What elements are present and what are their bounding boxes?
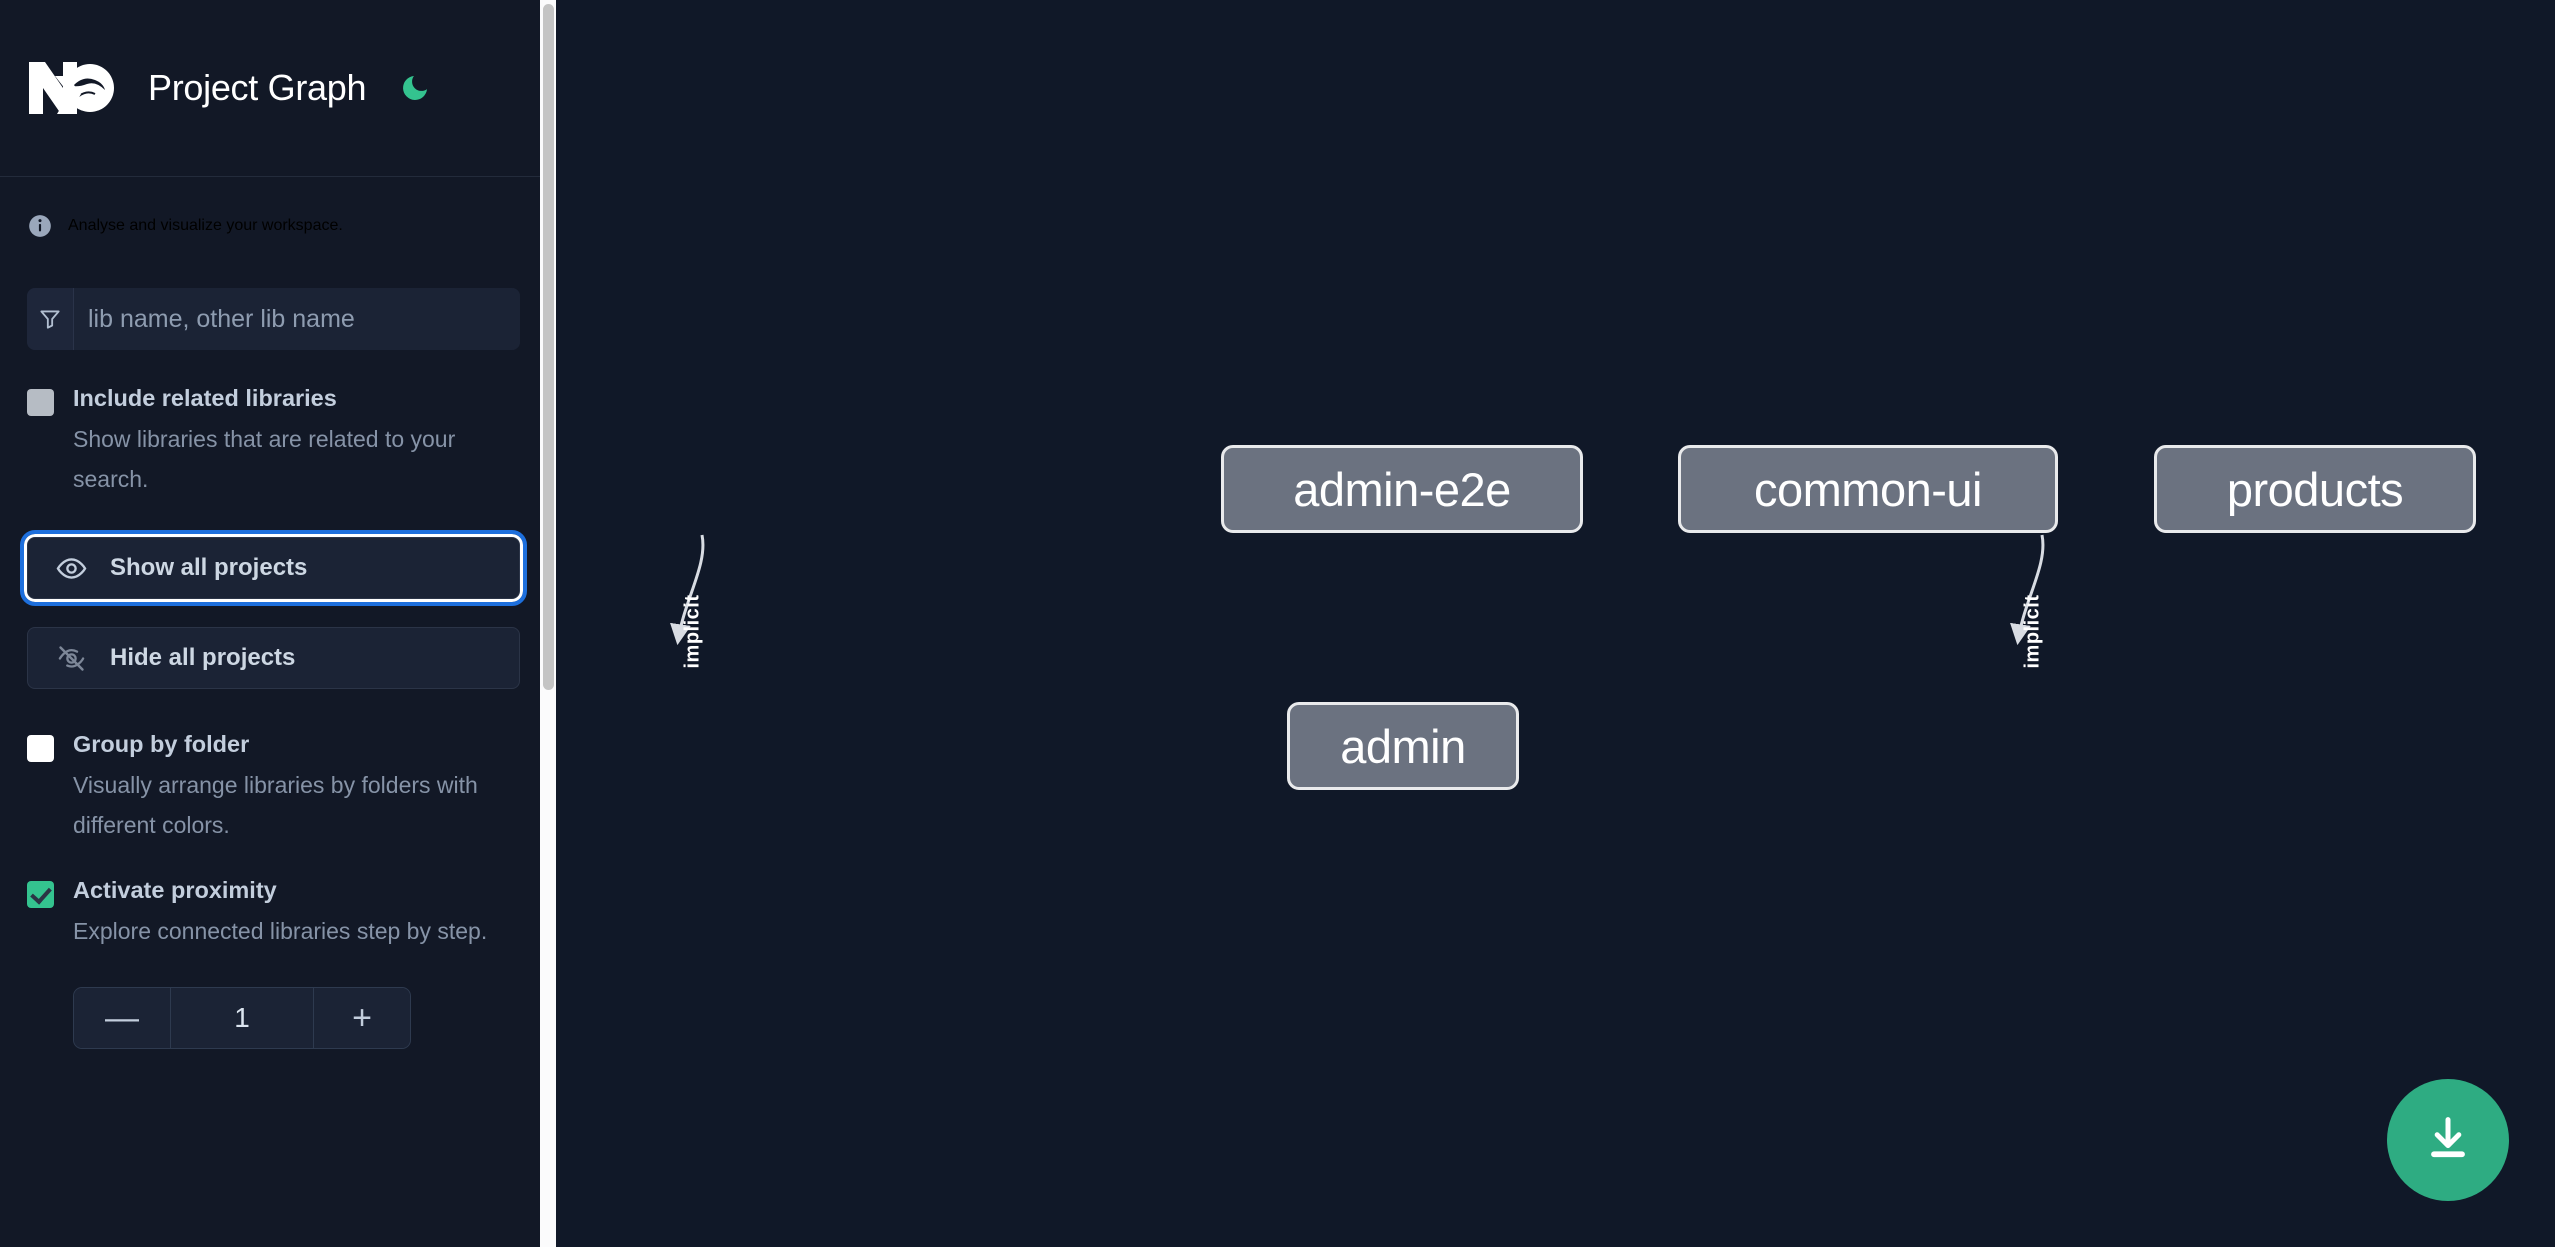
option-activate-proximity: Activate proximity Explore connected lib… (27, 877, 513, 951)
workspace-subtitle: Analyse and visualize your workspace. (0, 177, 540, 239)
graph-node-products[interactable]: products (2154, 445, 2476, 533)
proximity-stepper: — 1 + (73, 987, 411, 1049)
sidebar-body: Include related libraries Show libraries… (0, 288, 540, 1049)
sidebar-header: Project Graph (0, 0, 540, 177)
option-label: Group by folder (73, 731, 250, 757)
download-icon (2422, 1112, 2474, 1169)
proximity-value: 1 (171, 988, 313, 1048)
option-description: Visually arrange libraries by folders wi… (73, 772, 478, 838)
option-include-related-libraries: Include related libraries Show libraries… (27, 385, 513, 499)
sidebar-scrollbar[interactable] (540, 0, 556, 1247)
graph-node-label: admin (1340, 719, 1466, 773)
nx-logo-icon (27, 58, 120, 118)
checkbox-group-by-folder[interactable] (27, 735, 54, 762)
eye-icon (56, 553, 87, 584)
filter-funnel-icon (27, 288, 74, 350)
option-description: Show libraries that are related to your … (73, 426, 456, 492)
graph-node-common-ui[interactable]: common-ui (1678, 445, 2058, 533)
edge-label-store-implicit: implicit (2021, 594, 2044, 669)
spacer (27, 499, 513, 537)
graph-canvas[interactable]: admin-e2e common-ui products store-e2e a… (556, 0, 2555, 1247)
workspace-subtitle-text: Analyse and visualize your workspace. (68, 217, 343, 234)
search-bar[interactable] (27, 288, 520, 350)
graph-node-label: products (2226, 462, 2404, 516)
show-all-projects-label: Show all projects (110, 554, 308, 581)
checkbox-include-related-libraries[interactable] (27, 389, 54, 416)
page-title: Project Graph (148, 67, 367, 108)
search-input[interactable] (74, 288, 520, 350)
option-row: Include related libraries (27, 385, 513, 416)
download-graph-button[interactable] (2387, 1079, 2509, 1201)
graph-edges (670, 534, 2045, 646)
option-label: Activate proximity (73, 877, 277, 903)
eye-off-icon (56, 643, 87, 674)
option-label: Include related libraries (73, 385, 337, 411)
sidebar-scrollbar-thumb[interactable] (543, 4, 554, 690)
option-group-by-folder: Group by folder Visually arrange librari… (27, 731, 513, 845)
checkbox-activate-proximity[interactable] (27, 881, 54, 908)
moon-icon[interactable] (396, 69, 434, 107)
spacer (27, 599, 513, 627)
graph-node-label: admin-e2e (1293, 462, 1511, 516)
show-all-projects-button[interactable]: Show all projects (20, 530, 527, 606)
proximity-increment-button[interactable]: + (313, 988, 410, 1048)
option-row: Group by folder (27, 731, 513, 762)
edge-label-admin-implicit: implicit (681, 594, 704, 669)
hide-all-projects-button[interactable]: Hide all projects (27, 627, 520, 689)
option-row: Activate proximity (27, 877, 513, 908)
sidebar-content: Project Graph Analyse and visualize your… (0, 0, 540, 1247)
sidebar: Project Graph Analyse and visualize your… (0, 0, 556, 1247)
proximity-decrement-button[interactable]: — (74, 988, 171, 1048)
graph-node-admin[interactable]: admin (1287, 702, 1519, 790)
graph-node-label: common-ui (1754, 462, 1982, 516)
option-description: Explore connected libraries step by step… (73, 918, 488, 944)
graph-node-admin-e2e[interactable]: admin-e2e (1221, 445, 1583, 533)
hide-all-projects-label: Hide all projects (110, 644, 296, 671)
info-circle-icon (27, 213, 53, 239)
